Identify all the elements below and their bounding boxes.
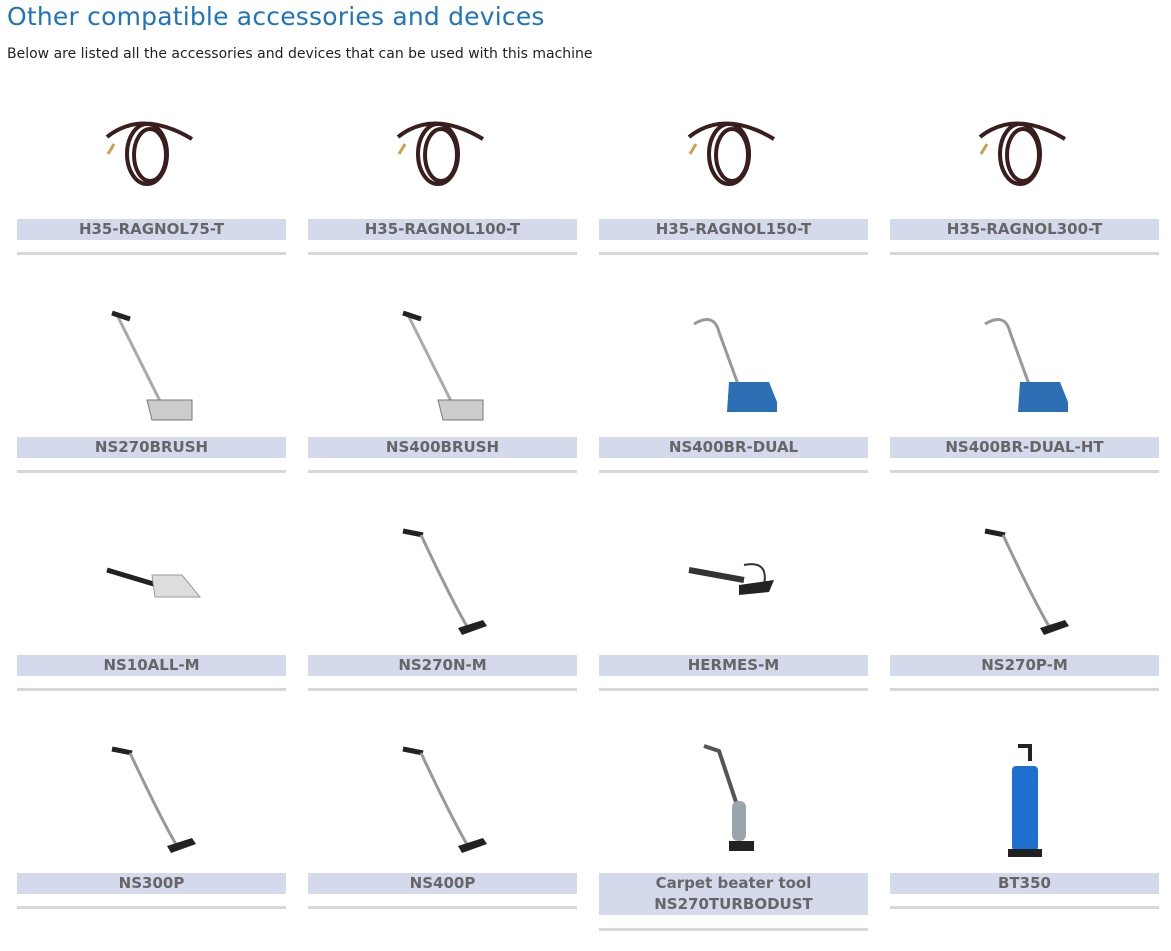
divider	[17, 252, 286, 255]
product-card[interactable]: NS270N-M	[308, 515, 577, 733]
divider	[308, 906, 577, 909]
divider	[890, 470, 1159, 473]
divider	[308, 688, 577, 691]
product-name-link[interactable]: NS270P-M	[890, 655, 1159, 676]
hose-product-image-icon[interactable]	[599, 79, 868, 219]
wand-product-image-icon[interactable]	[308, 733, 577, 873]
hose-product-image-icon[interactable]	[308, 79, 577, 219]
product-card[interactable]: H35-RAGNOL75-T	[17, 79, 286, 297]
product-name-link[interactable]: H35-RAGNOL150-T	[599, 219, 868, 240]
product-name-link[interactable]: NS10ALL-M	[17, 655, 286, 676]
divider	[599, 470, 868, 473]
divider	[308, 252, 577, 255]
product-name-link[interactable]: BT350	[890, 873, 1159, 894]
divider	[890, 252, 1159, 255]
product-name-link[interactable]: H35-RAGNOL75-T	[17, 219, 286, 240]
product-name-link[interactable]: NS270N-M	[308, 655, 577, 676]
hose-product-image-icon[interactable]	[17, 79, 286, 219]
divider	[17, 688, 286, 691]
page-title: Other compatible accessories and devices	[7, 2, 545, 31]
divider	[17, 470, 286, 473]
hand-product-image-icon[interactable]	[17, 515, 286, 655]
divider	[17, 906, 286, 909]
product-card[interactable]: NS400BR-DUAL-HT	[890, 297, 1159, 515]
divider	[599, 688, 868, 691]
product-name-link[interactable]: NS400P	[308, 873, 577, 894]
product-card[interactable]: NS270P-M	[890, 515, 1159, 733]
product-card[interactable]: NS400BR-DUAL	[599, 297, 868, 515]
product-name-link[interactable]: NS400BR-DUAL-HT	[890, 437, 1159, 458]
divider	[890, 688, 1159, 691]
product-card[interactable]: NS270BRUSH	[17, 297, 286, 515]
divider	[308, 470, 577, 473]
divider	[890, 906, 1159, 909]
wand-product-image-icon[interactable]	[308, 515, 577, 655]
product-name-link[interactable]: NS300P	[17, 873, 286, 894]
dual-product-image-icon[interactable]	[890, 297, 1159, 437]
page-subtitle: Below are listed all the accessories and…	[7, 46, 593, 62]
vacuum-product-image-icon[interactable]	[890, 733, 1159, 873]
brush-product-image-icon[interactable]	[308, 297, 577, 437]
divider	[599, 252, 868, 255]
product-grid: H35-RAGNOL75-T H35-RAGNOL100-T H35-RAGNO…	[17, 79, 1159, 951]
product-name-link[interactable]: H35-RAGNOL300-T	[890, 219, 1159, 240]
product-card[interactable]: NS400BRUSH	[308, 297, 577, 515]
product-card[interactable]: H35-RAGNOL300-T	[890, 79, 1159, 297]
product-name-link[interactable]: NS270BRUSH	[17, 437, 286, 458]
wand-product-image-icon[interactable]	[17, 733, 286, 873]
brush-product-image-icon[interactable]	[17, 297, 286, 437]
wand-product-image-icon[interactable]	[890, 515, 1159, 655]
product-name-link[interactable]: H35-RAGNOL100-T	[308, 219, 577, 240]
product-card[interactable]: HERMES-M	[599, 515, 868, 733]
product-name-link[interactable]: NS400BR-DUAL	[599, 437, 868, 458]
dual-product-image-icon[interactable]	[599, 297, 868, 437]
hose-product-image-icon[interactable]	[890, 79, 1159, 219]
product-card[interactable]: NS10ALL-M	[17, 515, 286, 733]
product-card[interactable]: NS400P	[308, 733, 577, 951]
product-card[interactable]: H35-RAGNOL150-T	[599, 79, 868, 297]
product-card[interactable]: BT350	[890, 733, 1159, 951]
product-card[interactable]: H35-RAGNOL100-T	[308, 79, 577, 297]
turbo-product-image-icon[interactable]	[599, 733, 868, 873]
product-name-link[interactable]: HERMES-M	[599, 655, 868, 676]
product-card[interactable]: NS300P	[17, 733, 286, 951]
hermes-product-image-icon[interactable]	[599, 515, 868, 655]
product-name-link[interactable]: NS400BRUSH	[308, 437, 577, 458]
